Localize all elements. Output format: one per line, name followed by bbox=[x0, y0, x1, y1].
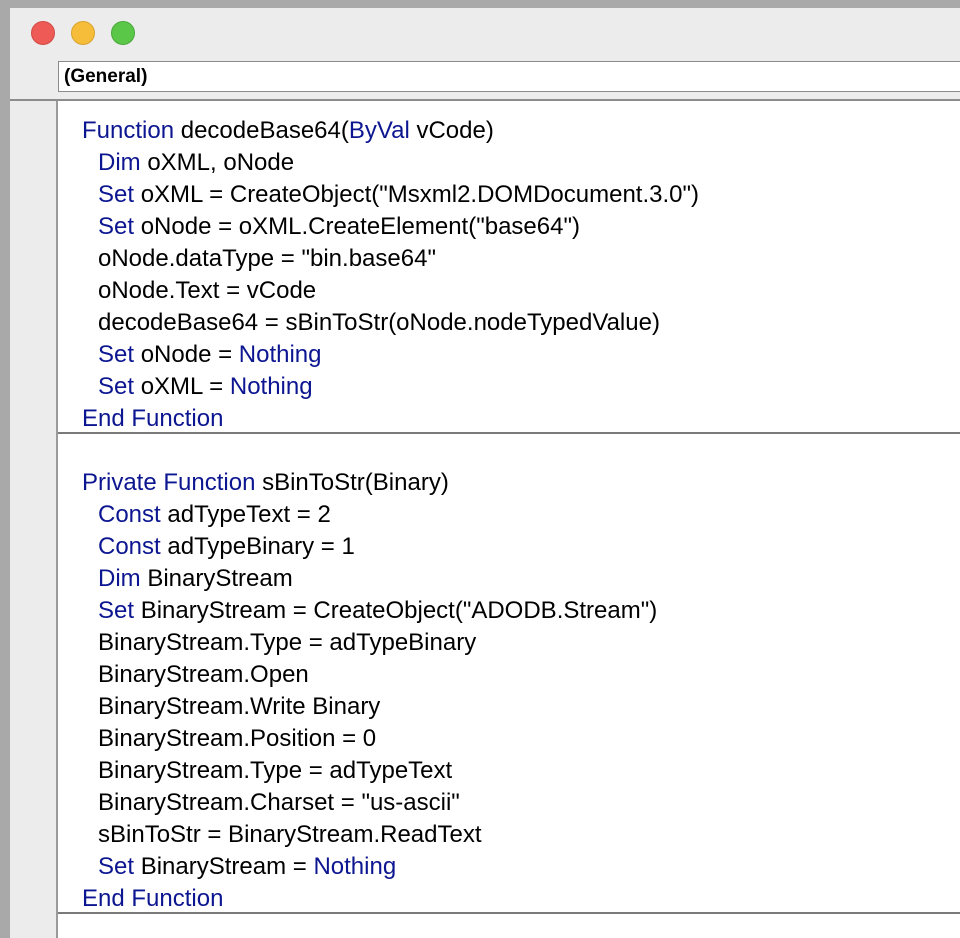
code-text: BinaryStream.Open bbox=[98, 661, 309, 688]
code-line[interactable]: BinaryStream.Write Binary bbox=[98, 691, 380, 723]
code-line[interactable]: Set oXML = Nothing bbox=[98, 371, 313, 403]
code-line[interactable]: Function decodeBase64(ByVal vCode) bbox=[82, 115, 494, 147]
code-text: BinaryStream.Type = adTypeBinary bbox=[98, 629, 477, 656]
code-keyword: Nothing bbox=[238, 341, 322, 368]
code-text: oNode = bbox=[134, 341, 239, 368]
code-text: sBinToStr = BinaryStream.ReadText bbox=[98, 821, 482, 848]
code-text: BinaryStream.Position = 0 bbox=[98, 725, 377, 752]
code-keyword: Set bbox=[98, 597, 135, 624]
code-line[interactable]: BinaryStream.Type = adTypeBinary bbox=[98, 627, 476, 659]
code-line[interactable]: BinaryStream.Type = adTypeText bbox=[98, 755, 452, 787]
close-window-button[interactable] bbox=[31, 21, 55, 45]
code-text: sBinToStr(Binary) bbox=[255, 469, 449, 496]
title-bar bbox=[10, 8, 960, 56]
zoom-window-button[interactable] bbox=[111, 21, 135, 45]
code-keyword: Dim bbox=[98, 149, 141, 176]
code-keyword: Set bbox=[98, 213, 135, 240]
code-text: oNode.dataType = "bin.base64" bbox=[98, 245, 436, 272]
code-line[interactable]: BinaryStream.Position = 0 bbox=[98, 723, 376, 755]
code-keyword: Set bbox=[98, 341, 135, 368]
code-keyword: Nothing bbox=[313, 853, 397, 880]
code-line[interactable]: Dim oXML, oNode bbox=[98, 147, 294, 179]
code-text: BinaryStream bbox=[140, 565, 293, 592]
code-line[interactable]: Dim BinaryStream bbox=[98, 563, 293, 595]
code-text: oNode.Text = vCode bbox=[98, 277, 317, 304]
code-line[interactable]: Const adTypeBinary = 1 bbox=[98, 531, 355, 563]
code-editor[interactable]: Function decodeBase64(ByVal vCode)Dim oX… bbox=[56, 101, 960, 938]
code-keyword: Dim bbox=[98, 565, 141, 592]
code-line[interactable]: oNode.Text = vCode bbox=[98, 275, 316, 307]
code-line[interactable]: Const adTypeText = 2 bbox=[98, 499, 331, 531]
code-keyword: End Function bbox=[82, 885, 224, 912]
object-dropdown-value: (General) bbox=[64, 66, 148, 87]
code-keyword: Set bbox=[98, 853, 135, 880]
code-text: BinaryStream = CreateObject("ADODB.Strea… bbox=[134, 597, 658, 624]
code-line[interactable]: BinaryStream.Open bbox=[98, 659, 309, 691]
vba-editor-window: (General) Function decodeBase64(ByVal vC… bbox=[10, 8, 960, 938]
margin-indicator-bar[interactable] bbox=[10, 101, 56, 938]
code-text: vCode) bbox=[409, 117, 494, 144]
code-text: oNode = oXML.CreateElement("base64") bbox=[134, 213, 580, 240]
code-text: oXML = CreateObject("Msxml2.DOMDocument.… bbox=[134, 181, 700, 208]
code-keyword: Const bbox=[98, 533, 161, 560]
code-keyword: Set bbox=[98, 373, 135, 400]
code-line[interactable]: decodeBase64 = sBinToStr(oNode.nodeTyped… bbox=[98, 307, 660, 339]
procedure-separator bbox=[58, 912, 960, 914]
code-text: decodeBase64( bbox=[174, 117, 349, 144]
code-text: decodeBase64 = sBinToStr(oNode.nodeTyped… bbox=[98, 309, 660, 336]
procedure-separator bbox=[58, 432, 960, 434]
code-keyword: ByVal bbox=[348, 117, 410, 144]
code-line[interactable]: oNode.dataType = "bin.base64" bbox=[98, 243, 436, 275]
code-keyword: Function bbox=[82, 117, 175, 144]
code-line[interactable]: Set oNode = oXML.CreateElement("base64") bbox=[98, 211, 580, 243]
code-text: oXML = bbox=[134, 373, 230, 400]
minimize-window-button[interactable] bbox=[71, 21, 95, 45]
pane-separator bbox=[10, 99, 960, 101]
code-line[interactable]: Private Function sBinToStr(Binary) bbox=[82, 467, 449, 499]
code-text: adTypeText = 2 bbox=[160, 501, 331, 528]
code-line[interactable]: Set BinaryStream = CreateObject("ADODB.S… bbox=[98, 595, 657, 627]
code-line[interactable]: End Function bbox=[82, 883, 223, 915]
code-text: BinaryStream.Charset = "us-ascii" bbox=[98, 789, 460, 816]
code-keyword: Private Function bbox=[82, 469, 256, 496]
code-line[interactable]: Set oNode = Nothing bbox=[98, 339, 322, 371]
code-keyword: Set bbox=[98, 181, 135, 208]
code-text: BinaryStream.Type = adTypeText bbox=[98, 757, 453, 784]
code-line[interactable]: BinaryStream.Charset = "us-ascii" bbox=[98, 787, 460, 819]
object-dropdown[interactable]: (General) bbox=[58, 61, 960, 92]
code-keyword: Const bbox=[98, 501, 161, 528]
code-keyword: Nothing bbox=[229, 373, 313, 400]
code-text: oXML, oNode bbox=[140, 149, 295, 176]
code-text: BinaryStream = bbox=[134, 853, 314, 880]
code-line[interactable]: Set BinaryStream = Nothing bbox=[98, 851, 396, 883]
code-line[interactable]: End Function bbox=[82, 403, 223, 435]
code-line[interactable]: Set oXML = CreateObject("Msxml2.DOMDocum… bbox=[98, 179, 699, 211]
code-text: BinaryStream.Write Binary bbox=[98, 693, 381, 720]
code-text: adTypeBinary = 1 bbox=[160, 533, 355, 560]
code-line[interactable]: sBinToStr = BinaryStream.ReadText bbox=[98, 819, 482, 851]
code-keyword: End Function bbox=[82, 405, 224, 432]
